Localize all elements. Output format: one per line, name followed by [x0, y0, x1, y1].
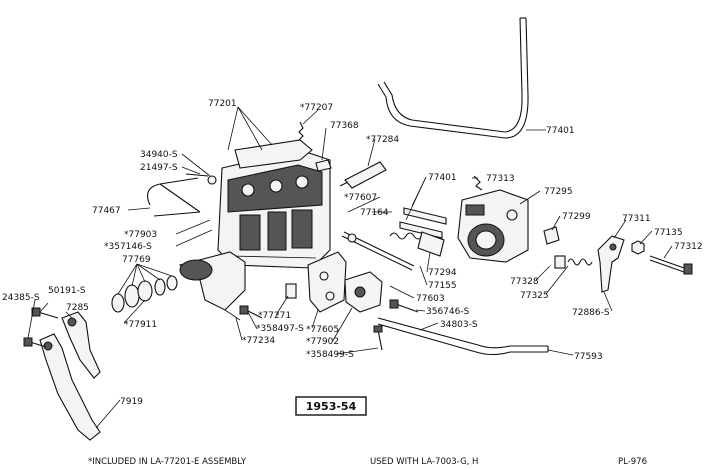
part-77593-rod: [377, 317, 549, 356]
part-77401-pins: [399, 207, 447, 239]
label-357146s: *357146-S: [104, 242, 152, 252]
part-77234-lever: [178, 251, 246, 321]
part-77311-lever: [597, 235, 625, 293]
label-34940s: 34940-S: [140, 150, 178, 160]
part-50191-bolt: [31, 307, 59, 319]
part-77299-plug: [543, 226, 560, 245]
part-77368-bracket: [315, 159, 332, 172]
label-34803s: 34803-S: [440, 320, 478, 330]
label-77271: *77271: [258, 311, 291, 321]
footer-used-with: USED WITH LA-7003-G, H: [370, 457, 478, 467]
label-77769: 77769: [122, 255, 151, 265]
part-7285-bracket: [61, 311, 101, 379]
part-77201-housing: [217, 139, 331, 269]
label-358497s: *358497-S: [256, 324, 304, 334]
label-77368: 77368: [330, 121, 359, 131]
label-77603: 77603: [416, 294, 445, 304]
part-77313-clip: [473, 175, 483, 191]
part-7919-pedal: [39, 333, 101, 441]
label-358499s: *358499-S: [306, 350, 354, 360]
label-77155: 77155: [428, 281, 457, 291]
part-bolt-21497: [185, 173, 217, 185]
part-77769-seals: [111, 275, 178, 313]
part-77328-spring: [554, 255, 593, 269]
label-72886s: 72886-S: [572, 308, 610, 318]
label-77401-pins: 77401: [428, 173, 457, 183]
part-77401-rod: [377, 17, 529, 139]
year-label: 1953-54: [306, 400, 357, 413]
label-77328: 77328: [510, 277, 539, 287]
part-77605-plate: [307, 251, 347, 313]
label-77207: *77207: [300, 103, 333, 113]
footer: *INCLUDED IN LA-77201-E ASSEMBLY USED WI…: [88, 457, 647, 467]
part-77155-sleeve: [417, 231, 445, 257]
label-77903: *77903: [124, 230, 157, 240]
label-77312: 77312: [674, 242, 703, 252]
label-77325: 77325: [520, 291, 549, 301]
part-77312-bolt: [649, 255, 693, 275]
label-77295: 77295: [544, 187, 573, 197]
label-77467: 77467: [92, 206, 121, 216]
leader-lines: [27, 106, 673, 429]
part-77902-block: [344, 271, 383, 313]
label-77299: 77299: [562, 212, 591, 222]
part-77294-spring: [389, 232, 423, 240]
label-77284: *77284: [366, 135, 399, 145]
part-77467-ubolt: [147, 177, 201, 217]
callout-labels: 77201 *77207 77368 *77284 77401 34940-S …: [2, 99, 703, 407]
part-77271-clip: [239, 283, 297, 319]
label-77605: *77605: [306, 325, 339, 335]
label-7919: 7919: [120, 397, 143, 407]
label-77902: *77902: [306, 337, 339, 347]
label-77201: 77201: [208, 99, 237, 109]
part-356746-bolt: [389, 299, 419, 313]
label-77313: 77313: [486, 174, 515, 184]
label-77294: 77294: [428, 268, 457, 278]
label-77164: 77164: [360, 208, 389, 218]
footer-plate: PL-976: [618, 457, 647, 467]
part-77135-nut: [631, 240, 645, 255]
label-356746s: 356746-S: [426, 307, 470, 317]
label-77311: 77311: [622, 214, 651, 224]
label-21497s: 21497-S: [140, 163, 178, 173]
part-77284-rod: [339, 161, 387, 189]
label-77607: *77607: [344, 193, 377, 203]
label-77593: 77593: [574, 352, 603, 362]
label-7285: 7285: [66, 303, 89, 313]
part-77295-body: [457, 189, 529, 263]
footer-note: *INCLUDED IN LA-77201-E ASSEMBLY: [88, 457, 247, 467]
part-358499-bolt: [373, 325, 383, 351]
part-77207-spring: [298, 121, 304, 141]
label-50191s: 50191-S: [48, 286, 86, 296]
label-77135: 77135: [654, 228, 683, 238]
label-77911: *77911: [124, 320, 157, 330]
year-box: 1953-54: [295, 396, 367, 416]
label-24385s: 24385-S: [2, 293, 40, 303]
label-77401-rod: 77401: [546, 126, 575, 136]
label-77234: *77234: [242, 336, 275, 346]
part-77164-shaft: [341, 231, 415, 271]
